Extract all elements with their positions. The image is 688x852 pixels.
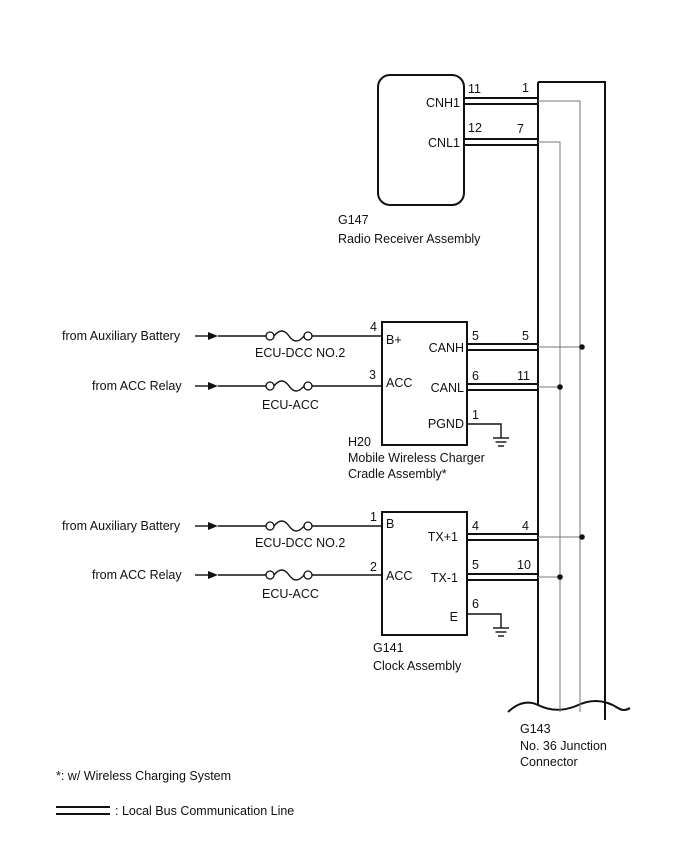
junction-pin-canh: 5 — [522, 329, 529, 343]
charger-name-line2: Cradle Assembly* — [348, 467, 447, 481]
clock-source-battery: from Auxiliary Battery — [62, 519, 181, 533]
junction-pin-cnl1: 7 — [517, 122, 524, 136]
legend-label: : Local Bus Communication Line — [115, 804, 294, 818]
fuse-terminal — [265, 331, 275, 341]
clock-label-e: E — [450, 610, 458, 624]
fuse-icon — [273, 569, 305, 581]
junction-name-line1: No. 36 Junction — [520, 739, 607, 753]
junction-pin-txminus: 10 — [517, 558, 531, 572]
charger-fuse-dcc: ECU-DCC NO.2 — [255, 346, 345, 360]
fuse-terminal — [265, 521, 275, 531]
splice-dot — [557, 384, 563, 390]
charger-name-line1: Mobile Wireless Charger — [348, 451, 485, 465]
charger-pin-4: 4 — [370, 320, 377, 334]
splice-dot — [557, 574, 563, 580]
fuse-icon — [273, 380, 305, 392]
charger-pin-5: 5 — [472, 329, 479, 343]
radio-pin-number-cnl1: 12 — [468, 121, 482, 135]
charger-pin-1: 1 — [472, 408, 479, 422]
fuse-terminal — [303, 570, 313, 580]
junction-name-line2: Connector — [520, 755, 578, 769]
clock-code: G141 — [373, 641, 404, 655]
charger-label-acc: ACC — [386, 376, 412, 390]
clock-pin-1: 1 — [370, 510, 377, 524]
clock-pin-4: 4 — [472, 519, 479, 533]
charger-code: H20 — [348, 435, 371, 449]
clock-pin-6: 6 — [472, 597, 479, 611]
clock-fuse-acc: ECU-ACC — [262, 587, 319, 601]
charger-pin-3: 3 — [369, 368, 376, 382]
ground-icon — [493, 437, 509, 447]
splice-dot — [579, 534, 585, 540]
charger-pin-6: 6 — [472, 369, 479, 383]
clock-name: Clock Assembly — [373, 659, 462, 673]
junction-pin-cnh1: 1 — [522, 81, 529, 95]
fuse-terminal — [303, 521, 313, 531]
clock-label-txplus: TX+1 — [428, 530, 458, 544]
radio-receiver: CNH1 11 1 CNL1 12 7 G147 Radio Receiver … — [338, 74, 538, 246]
charger-label-pgnd: PGND — [428, 417, 464, 431]
clock-source-acc: from ACC Relay — [92, 568, 182, 582]
clock-fuse-dcc: ECU-DCC NO.2 — [255, 536, 345, 550]
junction-code: G143 — [520, 722, 551, 736]
fuse-terminal — [265, 381, 275, 391]
footnote: *: w/ Wireless Charging System — [56, 769, 231, 783]
junction-pin-canl: 11 — [517, 369, 530, 383]
radio-pin-number-cnh1: 11 — [468, 82, 481, 96]
fuse-icon — [273, 520, 305, 532]
clock-label-b: B — [386, 517, 394, 531]
charger-fuse-acc: ECU-ACC — [262, 398, 319, 412]
wireless-charger: from Auxiliary Battery ECU-DCC NO.2 4 B+… — [62, 320, 538, 481]
charger-source-battery: from Auxiliary Battery — [62, 329, 181, 343]
junction-connector: G143 No. 36 Junction Connector — [507, 81, 631, 769]
radio-pin-label-cnh1: CNH1 — [426, 96, 460, 110]
clock-label-txminus: TX-1 — [431, 571, 458, 585]
junction-pin-txplus: 4 — [522, 519, 529, 533]
clock-assembly: from Auxiliary Battery ECU-DCC NO.2 1 B … — [62, 510, 538, 673]
radio-name: Radio Receiver Assembly — [338, 232, 481, 246]
ground-icon — [493, 627, 509, 637]
splice-dot — [579, 344, 585, 350]
fuse-icon — [273, 330, 305, 342]
charger-label-bplus: B+ — [386, 333, 402, 347]
fuse-terminal — [303, 331, 313, 341]
clock-label-acc: ACC — [386, 569, 412, 583]
legend: : Local Bus Communication Line — [56, 804, 294, 818]
clock-pin-5: 5 — [472, 558, 479, 572]
charger-label-canh: CANH — [429, 341, 464, 355]
radio-pin-label-cnl1: CNL1 — [428, 136, 460, 150]
charger-source-acc: from ACC Relay — [92, 379, 182, 393]
fuse-terminal — [265, 570, 275, 580]
radio-code: G147 — [338, 213, 369, 227]
fuse-terminal — [303, 381, 313, 391]
clock-pin-2: 2 — [370, 560, 377, 574]
charger-label-canl: CANL — [431, 381, 464, 395]
